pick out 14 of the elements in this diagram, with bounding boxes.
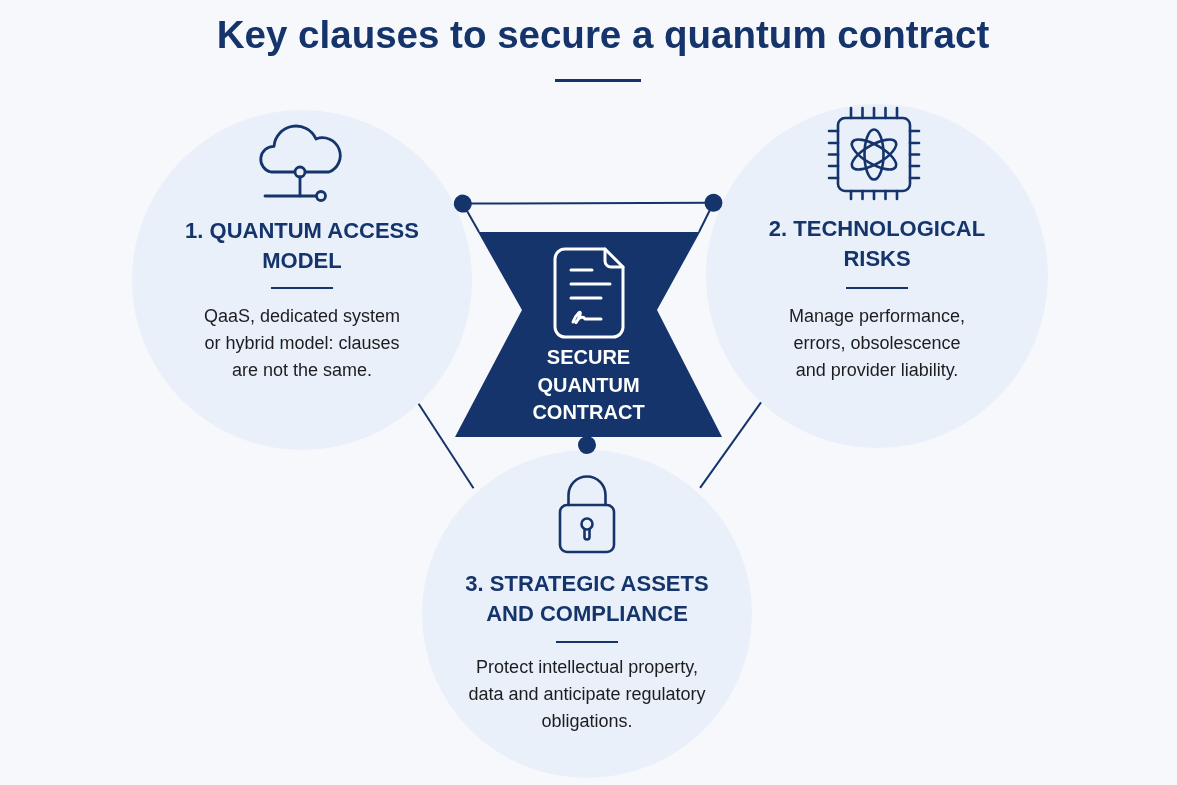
topic-heading: 3. STRATEGIC ASSETS AND COMPLIANCE	[464, 570, 710, 628]
topic-description: Manage performance, errors, obsolescence and provider liability.	[787, 305, 967, 382]
page-title: Key clauses to secure a quantum contract	[216, 12, 990, 58]
topic-description: Protect intellectual property, data and anticipate regulatory obligations.	[467, 656, 707, 733]
topic-heading: 1. QUANTUM ACCESS MODEL	[184, 217, 420, 275]
topic-heading: 2. TECHNOLOGICAL RISKS	[767, 215, 987, 273]
hourglass-shape	[455, 232, 722, 437]
connector-line	[417, 402, 475, 490]
connector-line	[453, 194, 480, 233]
connector-line	[698, 193, 723, 233]
connector-line	[578, 436, 596, 454]
topic-description: QaaS, dedicated system or hybrid model: clauses are not the same.	[202, 305, 402, 382]
center-title: SECURE QUANTUM CONTRACT	[531, 345, 646, 425]
connector-line	[699, 401, 762, 489]
